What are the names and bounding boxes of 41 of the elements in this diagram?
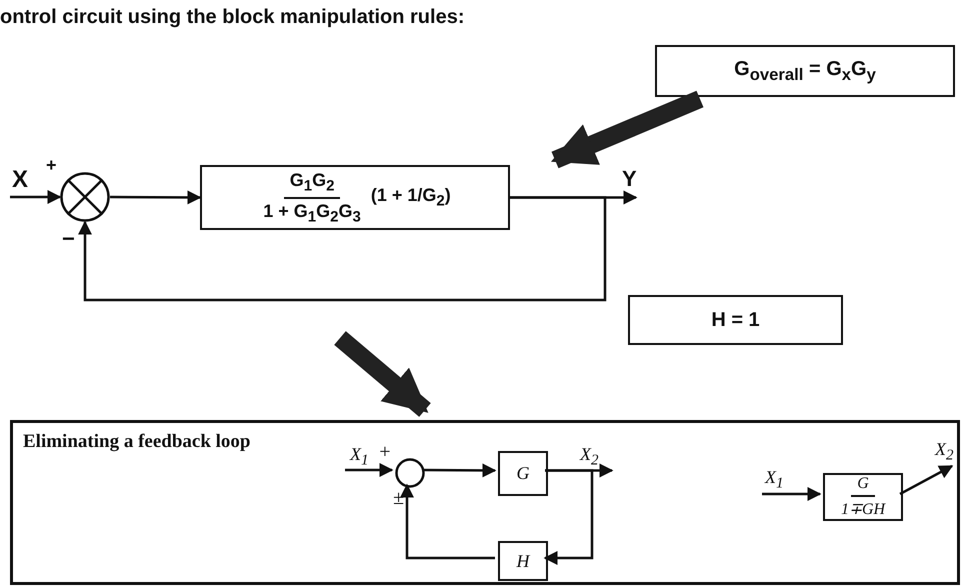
block-arrow [550,90,704,168]
signal-label: Y [622,168,637,190]
summing-junction [395,458,425,488]
block-box [823,473,903,521]
block-box [628,295,843,345]
signal-label: X$_{1}$ [350,445,368,469]
signal-arrow [544,469,594,565]
block-text: G [516,463,530,484]
block-text: H = 1 [711,308,760,332]
panel-heading: Eliminating a feedback loop [23,431,250,453]
signal-arrow [762,487,822,501]
signal-label: X [12,168,28,192]
block-box [498,541,548,581]
sign-label: + [378,442,392,462]
factor: (1 + 1/G$_{2}$) [370,185,451,210]
sign-label: ± [393,488,404,508]
signal-arrow [10,190,62,204]
signal-label: X$_{1}$ [765,468,784,492]
heading: ontrol circuit using the block manipulation rules: [0,6,464,29]
block-box [655,45,955,97]
panel-box [10,420,960,585]
signal-arrow [345,463,394,477]
signal-arrow [110,190,202,204]
signal-arrow [400,484,495,560]
sign-label: + [46,156,57,174]
signal-arrow [899,464,954,496]
denominator: 1 + G$_{1}$G$_{2}$G$_{3}$ [262,200,362,226]
signal-label: X$_{2}$ [935,440,954,464]
block-box [498,451,548,496]
denominator: 1∓GH [840,500,887,519]
block-arrow [334,331,431,417]
signal-arrow [422,463,496,478]
summing-junction [60,172,110,222]
numerator: G$_{1}$G$_{2}$ [284,170,340,198]
sign-label: − [62,228,75,250]
signal-label: X$_{2}$ [580,445,598,469]
block-text: G$_{overall}$ = G$_{x}$G$_{y}$ [734,58,876,84]
block-text: H [516,550,530,572]
block-box [200,165,510,230]
numerator: G [851,475,875,497]
signal-arrow [78,196,606,302]
